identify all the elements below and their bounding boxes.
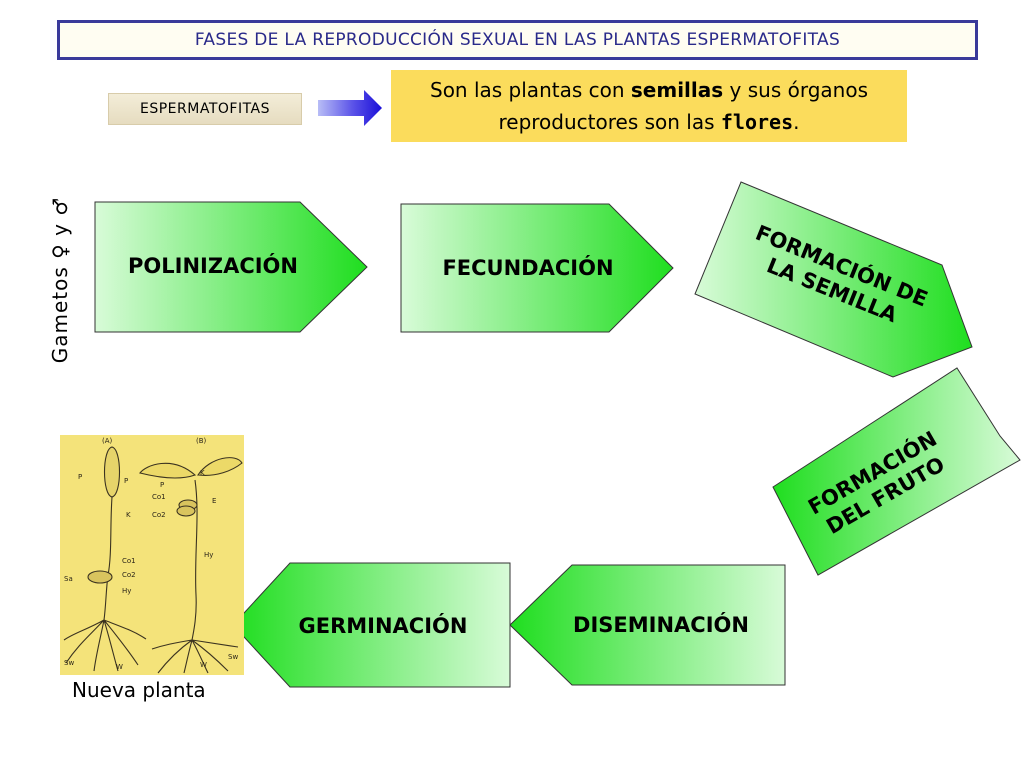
definition-line-1: Son las plantas con semillas y sus órgan… bbox=[430, 78, 868, 102]
figure-panel-b-label: (B) bbox=[196, 437, 207, 445]
svg-text:W: W bbox=[116, 663, 123, 671]
stage-fecundacion: FECUNDACIÓN bbox=[400, 203, 674, 333]
right-arrow-icon bbox=[318, 90, 382, 126]
svg-text:Hy: Hy bbox=[122, 587, 131, 595]
new-plant-caption: Nueva planta bbox=[72, 678, 206, 702]
stage-germinacion-label: GERMINACIÓN bbox=[299, 613, 468, 638]
figure-panel-a-label: (A) bbox=[102, 437, 113, 445]
stage-formacion-fruto: FORMACIÓN DEL FRUTO bbox=[772, 367, 1021, 576]
title-banner: FASES DE LA REPRODUCCIÓN SEXUAL EN LAS P… bbox=[57, 20, 978, 60]
page-title: FASES DE LA REPRODUCCIÓN SEXUAL EN LAS P… bbox=[194, 30, 841, 50]
svg-text:E: E bbox=[212, 497, 216, 505]
stage-polinizacion: POLINIZACIÓN bbox=[94, 201, 368, 333]
seedling-illustration: (A) (B) P P K Co1 Co2 Sa Hy Sw W K P Co1… bbox=[60, 435, 244, 675]
definition-line-2: reproductores son las flores. bbox=[498, 110, 800, 134]
stage-diseminacion-label: DISEMINACIÓN bbox=[573, 612, 749, 637]
svg-text:K: K bbox=[200, 469, 205, 477]
definition-box: Son las plantas con semillas y sus órgan… bbox=[391, 70, 907, 142]
espermatofitas-label-text: ESPERMATOFITAS bbox=[140, 101, 270, 117]
svg-text:Co1: Co1 bbox=[152, 493, 166, 501]
svg-text:P: P bbox=[124, 477, 128, 485]
stage-germinacion: GERMINACIÓN bbox=[232, 562, 511, 688]
svg-text:W: W bbox=[200, 661, 207, 669]
svg-text:Sa: Sa bbox=[64, 575, 73, 583]
svg-text:Co1: Co1 bbox=[122, 557, 136, 565]
svg-text:Co2: Co2 bbox=[152, 511, 166, 519]
svg-text:Sw: Sw bbox=[228, 653, 238, 661]
svg-text:K: K bbox=[126, 511, 131, 519]
stage-fecundacion-label: FECUNDACIÓN bbox=[442, 255, 613, 280]
svg-text:Sw: Sw bbox=[64, 659, 74, 667]
espermatofitas-label: ESPERMATOFITAS bbox=[108, 93, 302, 125]
svg-text:P: P bbox=[78, 473, 82, 481]
stage-diseminacion: DISEMINACIÓN bbox=[509, 564, 786, 686]
svg-text:Co2: Co2 bbox=[122, 571, 136, 579]
stage-polinizacion-label: POLINIZACIÓN bbox=[128, 253, 298, 278]
svg-text:P: P bbox=[160, 481, 164, 489]
svg-text:Hy: Hy bbox=[204, 551, 213, 559]
stage-formacion-semilla: FORMACIÓN DE LA SEMILLA bbox=[694, 181, 973, 378]
